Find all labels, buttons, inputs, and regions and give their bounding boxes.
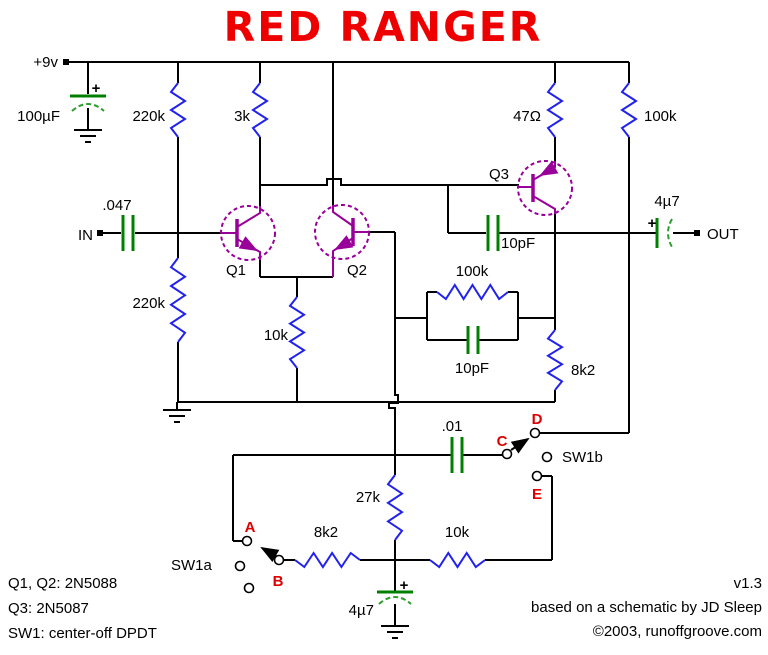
sw1b-contact-d: [529, 427, 541, 439]
resistor-10k-switch-label: 10k: [445, 524, 470, 541]
cap-100uF-plus: +: [92, 80, 101, 97]
q2-label: Q2: [347, 262, 367, 279]
wire-hop-q2-collector: [260, 178, 519, 186]
sw1a-contact-a: [241, 535, 253, 547]
sw1a-contact-b: [273, 554, 285, 566]
contact-d-label: D: [532, 411, 543, 428]
cap-10pF-feedback-label: 10pF: [455, 360, 489, 377]
sw1a-label: SW1a: [171, 557, 213, 574]
notes: Q1, Q2: 2N5088 Q3: 2N5087 SW1: center-of…: [8, 575, 157, 642]
sw1a-contact-center: [234, 560, 246, 572]
ground-symbol-filter: [74, 129, 102, 143]
q3-label: Q3: [489, 166, 509, 183]
transistor-q3: [517, 160, 573, 216]
wire-jog-ground-bus: [388, 232, 399, 455]
resistor-3k-label: 3k: [234, 108, 250, 125]
cap-100uF-curved-plate: [71, 103, 105, 112]
q3-emitter-arrow: [539, 161, 559, 176]
contact-c-label: C: [497, 433, 508, 450]
sw1b-contact-c: [501, 448, 513, 460]
cap-4u7-out-plus: +: [648, 215, 657, 232]
cap-4u7-bottom-label: 4µ7: [349, 602, 374, 619]
wire-ground-bus: [176, 401, 555, 410]
note-q1q2: Q1, Q2: 2N5088: [8, 575, 117, 592]
resistor-3k: [251, 82, 269, 138]
resistor-27k: [386, 474, 404, 541]
cap-10pF-feedback: [466, 326, 480, 354]
output-label: OUT: [707, 226, 739, 243]
resistor-8k2-switch-label: 8k2: [314, 524, 338, 541]
sw1b-label: SW1b: [562, 449, 603, 466]
note-sw1: SW1: center-off DPDT: [8, 625, 157, 642]
ground-symbol-bus: [163, 409, 191, 423]
resistor-220k-bottom: [169, 257, 187, 343]
sw1b-contact-center: [541, 451, 553, 463]
resistor-10k-switch: [429, 551, 486, 569]
cap-047-label: .047: [102, 197, 131, 214]
resistor-10k-tail: [288, 296, 306, 369]
q2-emitter-arrow: [334, 235, 354, 250]
sw1b-contact-e: [531, 470, 543, 482]
cap-4u7-out-curved-plate: [667, 218, 673, 248]
cap-01: [450, 437, 464, 473]
resistor-47ohm: [546, 82, 564, 138]
output-terminal: [694, 230, 700, 236]
cap-4u7-bottom-plus: +: [400, 577, 409, 594]
wires: [66, 61, 694, 626]
resistor-8k2-load: [546, 329, 564, 391]
resistor-8k2-switch: [294, 551, 361, 569]
contact-b-label: B: [273, 573, 284, 590]
input-label: IN: [78, 227, 93, 244]
ground-symbol-bottom: [381, 625, 409, 639]
sw1a-wiper-arrow: [260, 547, 280, 563]
contact-a-label: A: [245, 519, 256, 536]
resistor-220k-top-label: 220k: [132, 108, 165, 125]
resistor-220k-top: [169, 82, 187, 138]
credit-author: based on a schematic by JD Sleep: [531, 599, 762, 616]
resistor-100k-out: [620, 82, 638, 138]
cap-01-label: .01: [442, 418, 463, 435]
resistor-220k-bottom-label: 220k: [132, 295, 165, 312]
labels: +9v 100µF + 220k 3k 47Ω 100k .047 IN 220…: [17, 54, 739, 619]
cap-10pF-q3-label: 10pF: [501, 235, 535, 252]
credits: v1.3 based on a schematic by JD Sleep ©2…: [531, 575, 762, 640]
supply-terminal: [63, 59, 69, 65]
contact-e-label: E: [532, 486, 542, 503]
cap-047: [121, 215, 135, 251]
note-q3: Q3: 2N5087: [8, 600, 89, 617]
q1-emitter-arrow: [238, 236, 258, 251]
resistor-10k-tail-label: 10k: [264, 327, 289, 344]
switch-sw1a: [234, 535, 285, 594]
resistor-8k2-load-label: 8k2: [571, 362, 595, 379]
sw1b-wiper-arrow: [510, 437, 530, 454]
cap-100uF-label: 100µF: [17, 108, 60, 125]
sw1a-contact-unused: [243, 582, 255, 594]
resistors: [169, 82, 638, 569]
resistor-100k-feedback: [436, 283, 509, 301]
cap-4u7-bottom-curved-plate: [378, 596, 412, 605]
resistor-100k-out-label: 100k: [644, 108, 677, 125]
switch-sw1b: [501, 427, 553, 482]
resistor-100k-feedback-label: 100k: [456, 263, 489, 280]
resistor-27k-label: 27k: [356, 489, 381, 506]
schematic-title: RED RANGER: [224, 3, 543, 51]
cap-4u7-out-label: 4µ7: [654, 193, 679, 210]
q1-label: Q1: [226, 262, 246, 279]
resistor-47ohm-label: 47Ω: [513, 108, 541, 125]
input-terminal: [97, 230, 103, 236]
transistor-q2: [314, 204, 370, 277]
supply-label: +9v: [33, 54, 58, 71]
credit-version: v1.3: [734, 575, 762, 592]
capacitors: [70, 94, 673, 605]
cap-10pF-q3: [486, 215, 500, 251]
credit-copyright: ©2003, runoffgroove.com: [593, 623, 762, 640]
transistor-q1: [220, 205, 276, 261]
